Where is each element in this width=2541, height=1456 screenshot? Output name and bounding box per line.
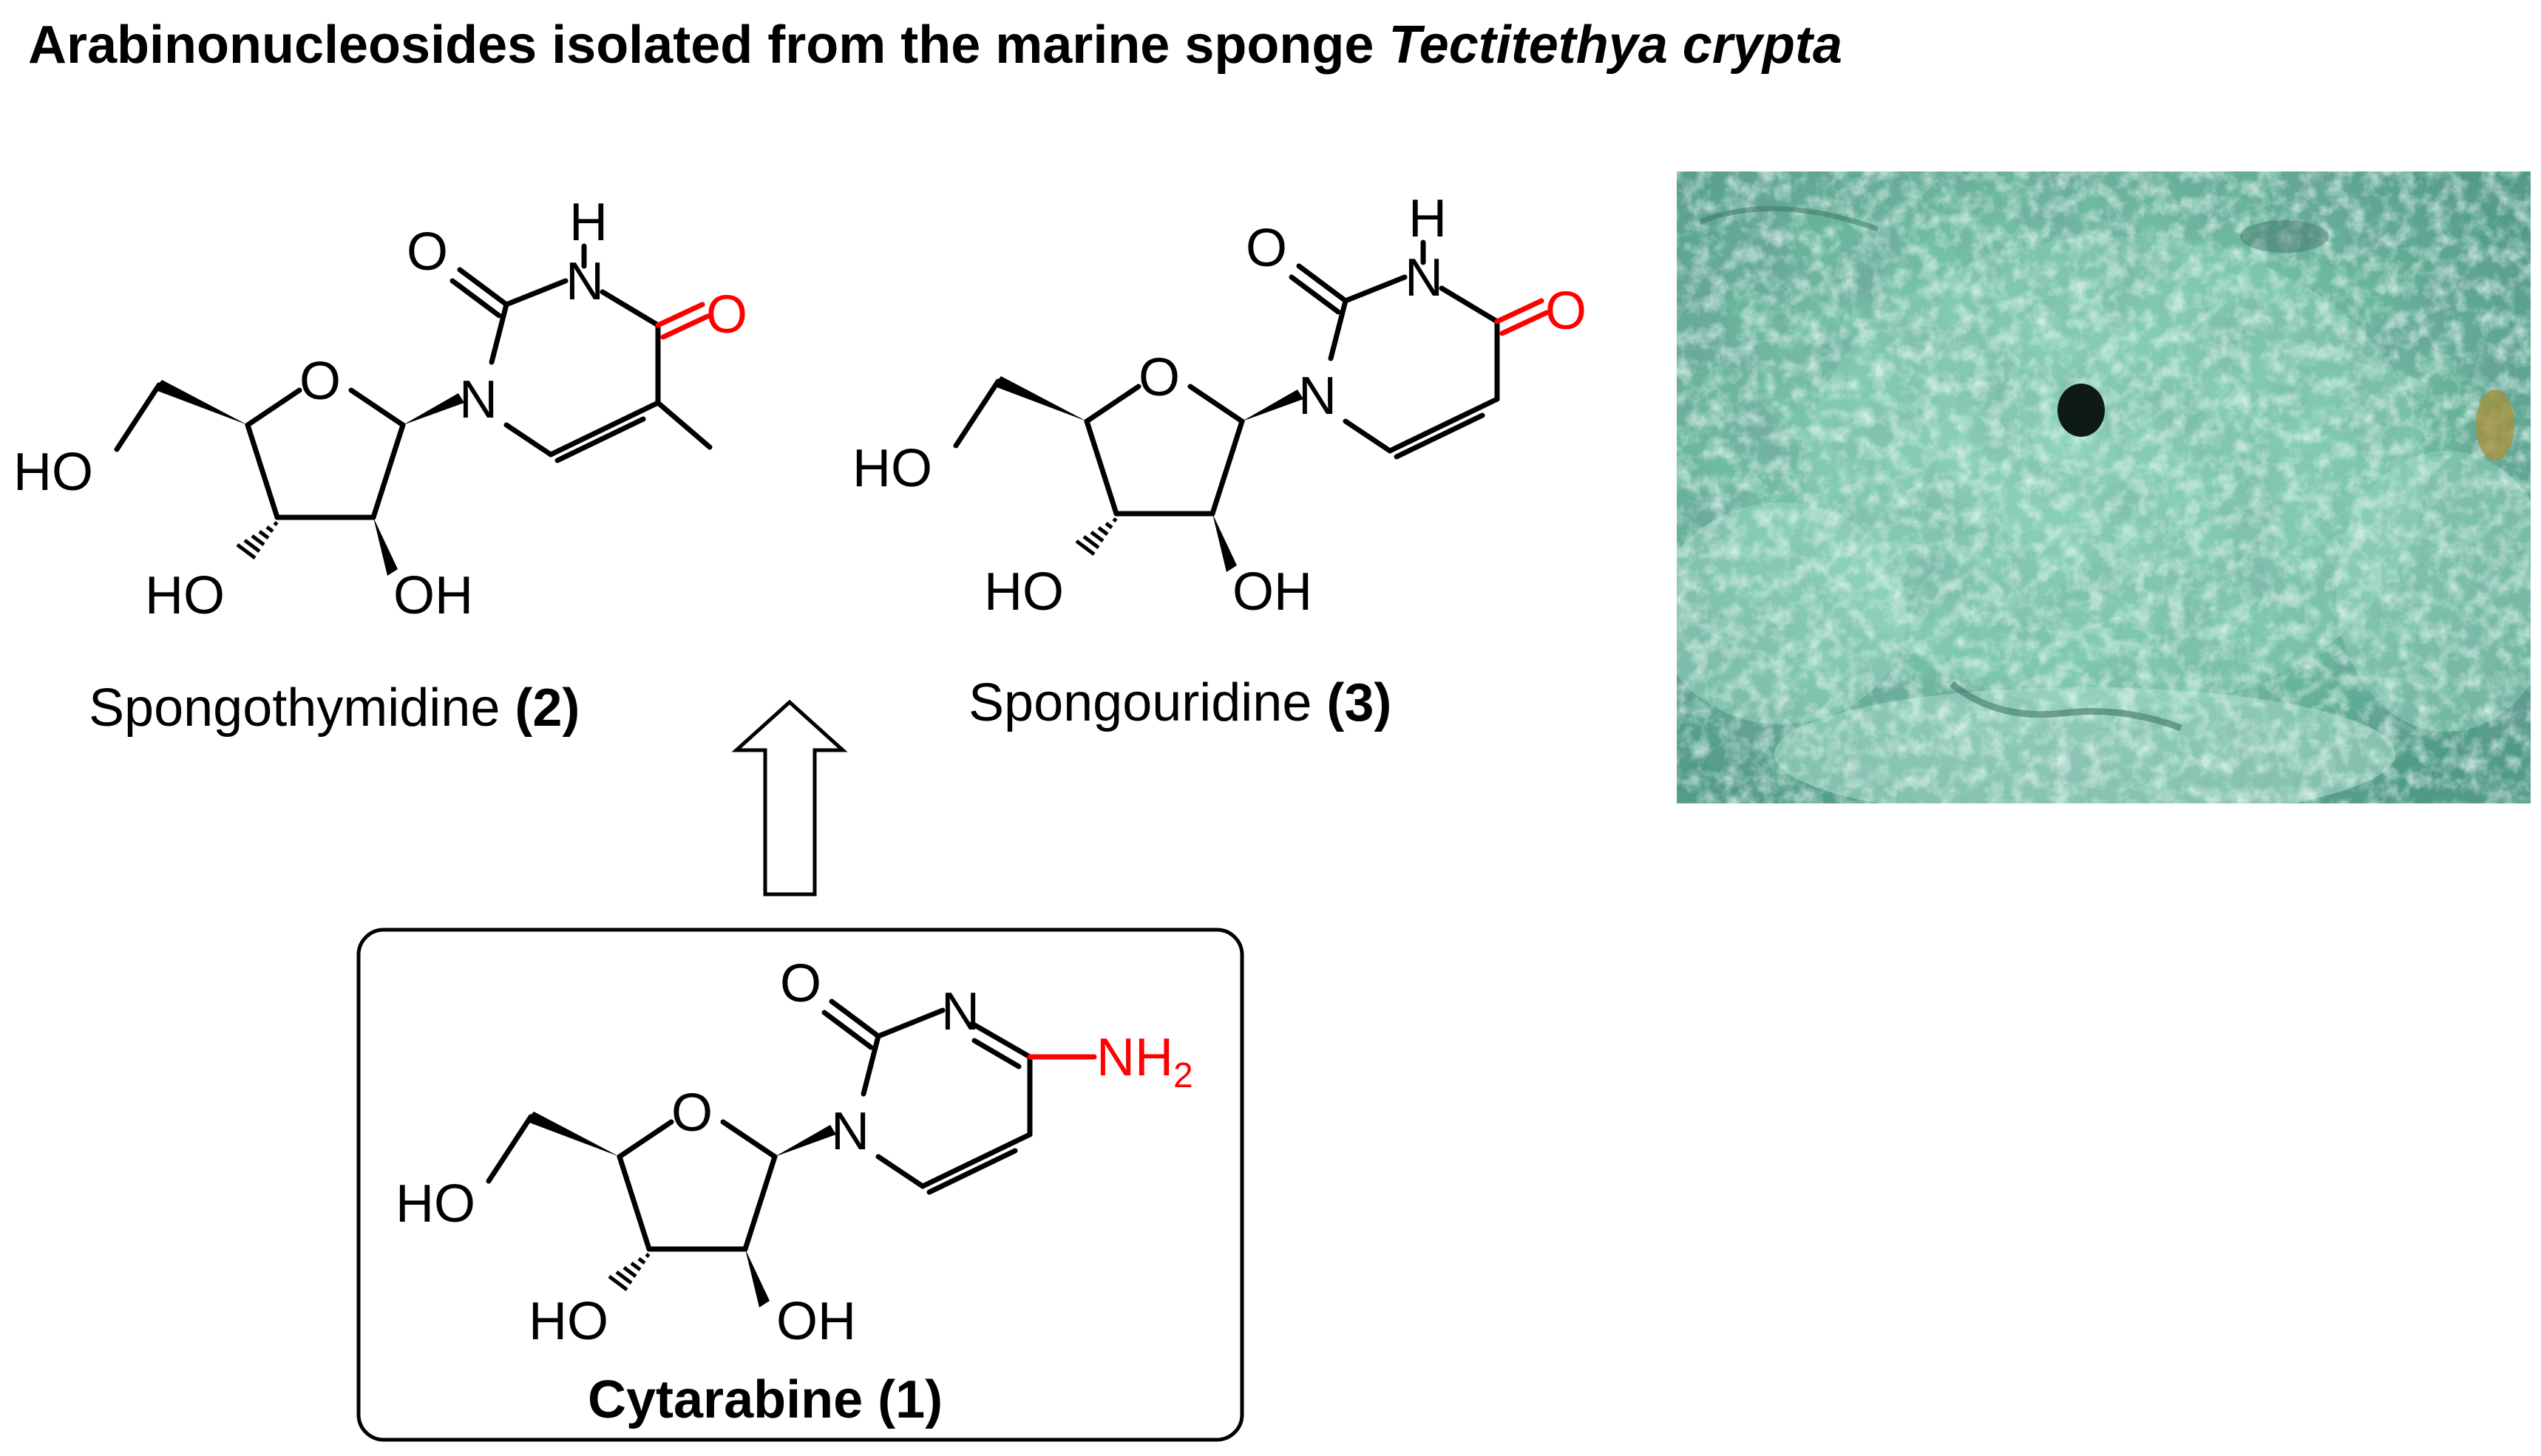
c2-hydroxyl-label: OH — [776, 1292, 856, 1351]
n3-hydrogen: H — [1408, 189, 1447, 248]
c3-hydroxyl-label: HO — [145, 566, 225, 625]
n1-nitrogen: N — [1298, 367, 1337, 426]
c3-hydroxyl-label: HO — [984, 562, 1064, 622]
compound-name-spongothymidine: Spongothymidine (2) — [89, 678, 580, 738]
structure-spongothymidine: O N N H O O HO HO OH Spongothymidine (2) — [13, 193, 747, 738]
n3-nitrogen: N — [566, 252, 604, 311]
c2-hydroxyl-label: OH — [1232, 562, 1312, 622]
n3-nitrogen: N — [941, 982, 980, 1041]
sponge-osculum — [2057, 384, 2105, 437]
title-prefix: Arabinonucleosides isolated from the mar… — [28, 16, 1388, 75]
sponge-photo — [1677, 171, 2531, 803]
c2-oxygen: O — [407, 222, 448, 282]
n3-hydrogen: H — [569, 193, 608, 252]
hydroxymethyl-label: HO — [13, 443, 93, 502]
c4-oxygen: O — [706, 285, 747, 344]
ring-oxygen: O — [299, 352, 341, 411]
c3-hydroxyl-label: HO — [529, 1292, 608, 1351]
n1-nitrogen: N — [459, 370, 498, 429]
structure-spongouridine: O N N H O O HO HO OH Spongouridine (3) — [852, 189, 1587, 732]
hash-bond — [1075, 517, 1118, 556]
n3-nitrogen: N — [1405, 248, 1443, 307]
ring-oxygen: O — [671, 1084, 713, 1143]
cytarabine-box — [356, 928, 1244, 1442]
c2-oxygen: O — [780, 954, 821, 1013]
hydroxymethyl-label: HO — [852, 439, 932, 498]
title-species: Tectitethya crypta — [1388, 16, 1842, 75]
hydroxymethyl-label: HO — [396, 1174, 475, 1234]
c4-oxygen: O — [1545, 282, 1587, 341]
ring-oxygen: O — [1139, 348, 1180, 407]
hash-bond — [608, 1253, 651, 1291]
hash-bond — [236, 521, 279, 559]
compound-name-spongouridine: Spongouridine (3) — [968, 673, 1391, 732]
c2-hydroxyl-label: OH — [393, 566, 473, 625]
n1-nitrogen: N — [831, 1102, 869, 1161]
figure-title: Arabinonucleosides isolated from the mar… — [28, 16, 1842, 75]
c2-oxygen: O — [1246, 219, 1287, 278]
structure-cytarabine: O N N O NH2 HO HO OH Cytarabine (1) — [396, 954, 1193, 1429]
compound-name-cytarabine: Cytarabine (1) — [588, 1370, 943, 1429]
amino-group: NH2 — [1096, 1028, 1193, 1095]
open-arrow — [731, 699, 848, 897]
